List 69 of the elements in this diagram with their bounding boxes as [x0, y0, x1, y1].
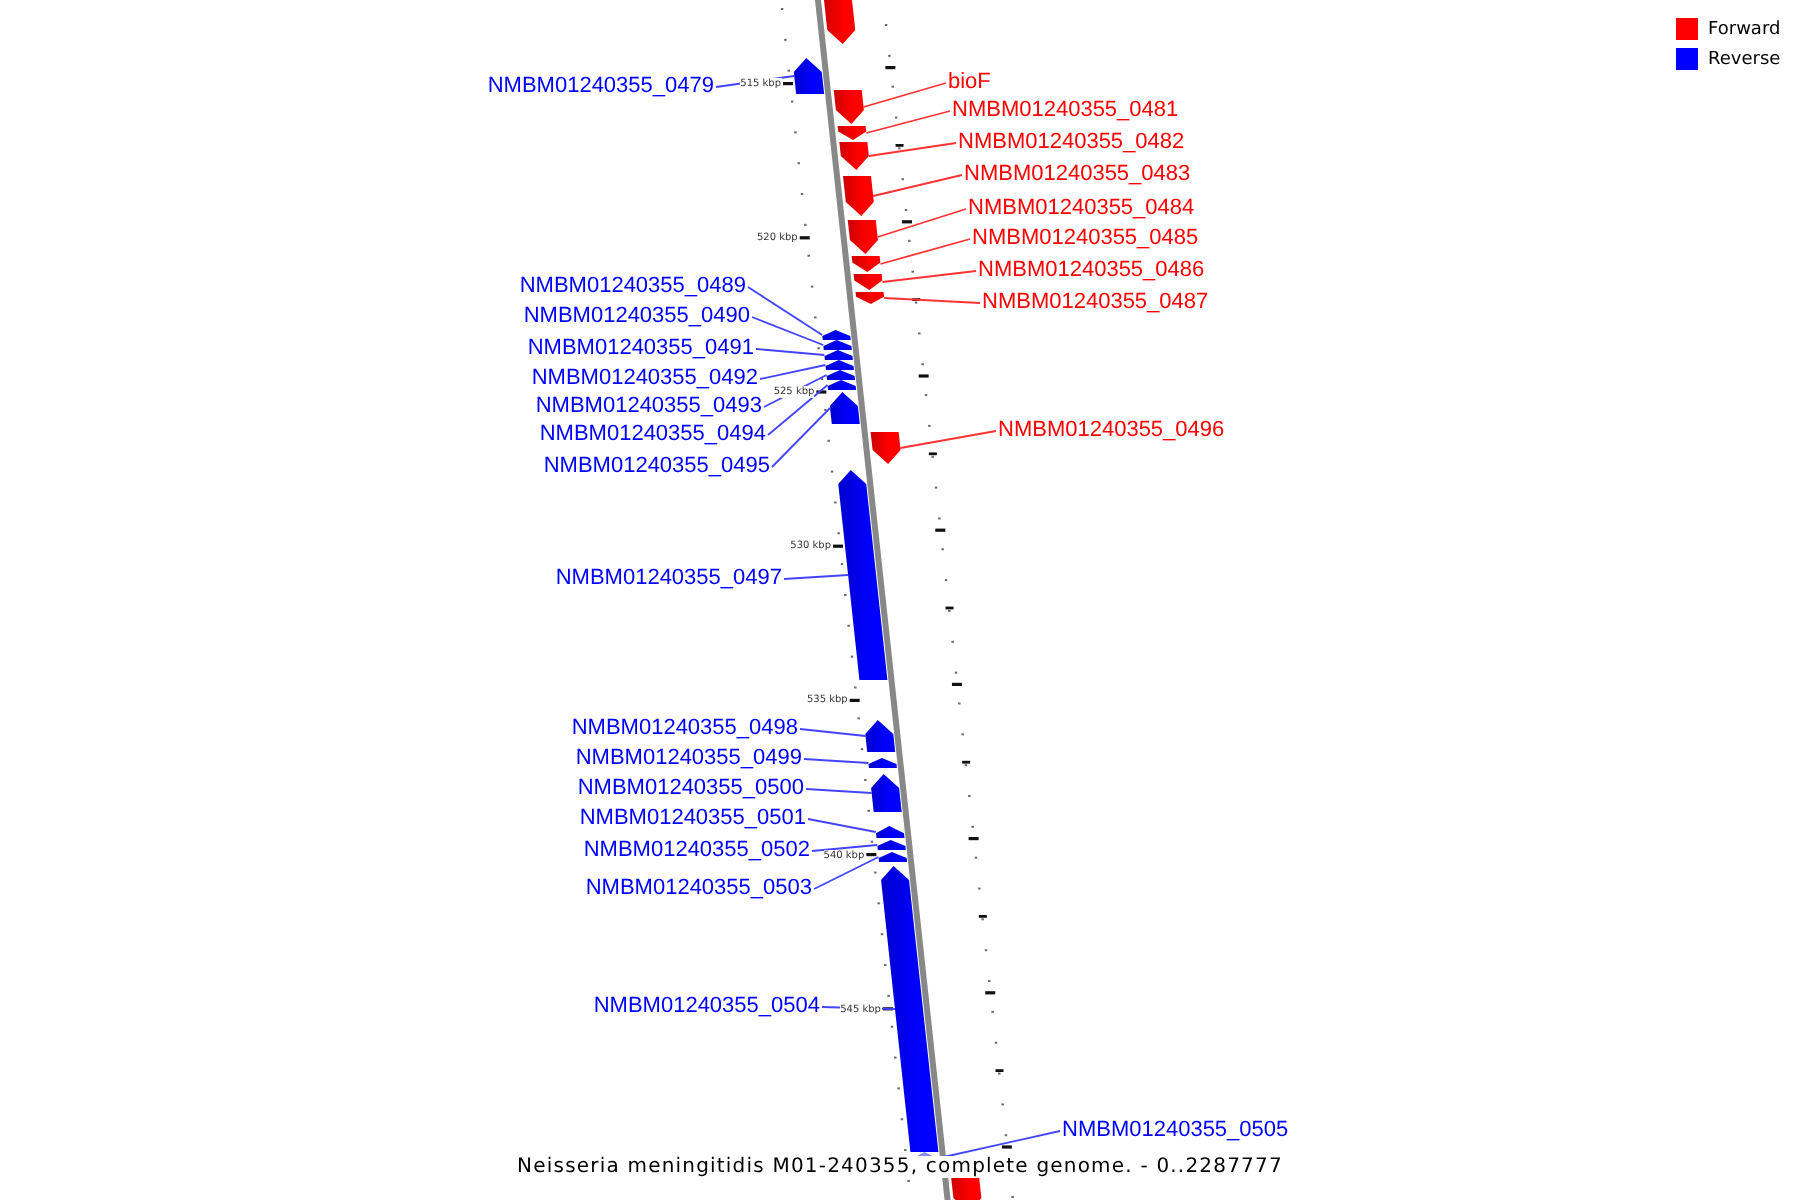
leader-line [865, 110, 951, 134]
gene-block [823, 340, 852, 350]
gene-label: NMBM01240355_0486 [978, 258, 1205, 284]
gene-block [877, 840, 906, 850]
leader-line [883, 297, 981, 304]
leader-line [876, 208, 967, 238]
leader-line [751, 316, 825, 346]
gene-label: NMBM01240355_0482 [958, 130, 1185, 156]
gene-block [838, 470, 888, 680]
gene-block [855, 292, 885, 304]
gene-block [853, 274, 883, 290]
leader-line [759, 364, 827, 380]
gene-label: NMBM01240355_0493 [535, 394, 762, 420]
gene-block [824, 350, 853, 360]
gene-label: NMBM01240355_0500 [577, 776, 804, 802]
gene-label: NMBM01240355_0504 [593, 994, 820, 1020]
leader-line [811, 844, 879, 852]
gene-block [870, 432, 901, 464]
leader-line [771, 407, 831, 468]
leader-line [813, 856, 880, 890]
gene-block [876, 826, 905, 838]
leader-line [881, 270, 977, 283]
gene-label: NMBM01240355_0499 [575, 746, 802, 772]
gene-label: NMBM01240355_0484 [968, 196, 1195, 222]
gene-block [878, 852, 908, 862]
leader-line [799, 728, 867, 737]
gene-block [826, 370, 856, 380]
gene-block [871, 774, 902, 812]
gene-block [793, 58, 825, 94]
gene-label: NMBM01240355_0503 [585, 876, 812, 902]
leader-line [803, 758, 870, 764]
leader-line [783, 574, 849, 580]
gene-label: NMBM01240355_0492 [531, 366, 758, 392]
leader-line [767, 384, 829, 436]
leader-line [899, 430, 997, 449]
gene-label: NMBM01240355_0485 [972, 226, 1199, 252]
leader-line [805, 788, 873, 794]
gene-block [822, 330, 851, 340]
gene-block [865, 720, 896, 752]
leader-line [862, 82, 947, 108]
gene-label: NMBM01240355_0497 [555, 566, 782, 592]
gene-label: NMBM01240355_0489 [519, 274, 746, 300]
gene-label: NMBM01240355_0505 [1062, 1118, 1289, 1144]
leader-line [872, 174, 963, 197]
legend-label: Forward [1708, 19, 1781, 39]
gene-block [825, 360, 854, 370]
gene-label: NMBM01240355_0502 [583, 838, 810, 864]
gene-label: NMBM01240355_0498 [571, 716, 798, 742]
legend-label: Reverse [1708, 49, 1781, 69]
gene-label: NMBM01240355_0490 [523, 304, 750, 330]
leader-line [867, 142, 957, 157]
gene-block [822, 0, 856, 44]
leader-line [879, 238, 971, 265]
leader-line [747, 286, 824, 336]
gene-label: NMBM01240355_0487 [982, 290, 1209, 316]
gene-label: NMBM01240355_0491 [527, 336, 754, 362]
gene-label: NMBM01240355_0501 [579, 806, 806, 832]
gene-label: NMBM01240355_0479 [487, 74, 714, 100]
gene-label: NMBM01240355_0483 [964, 162, 1191, 188]
gene-block [868, 758, 897, 768]
gene-block [881, 866, 939, 1152]
gene-label: NMBM01240355_0496 [998, 418, 1225, 444]
gene-label: NMBM01240355_0495 [543, 454, 770, 480]
gene-label: bioF [948, 70, 991, 96]
gene-label: NMBM01240355_0481 [952, 98, 1179, 124]
leader-line [755, 348, 826, 356]
gene-label: NMBM01240355_0494 [539, 422, 766, 448]
gene-block [843, 176, 874, 216]
leader-line [807, 818, 877, 833]
